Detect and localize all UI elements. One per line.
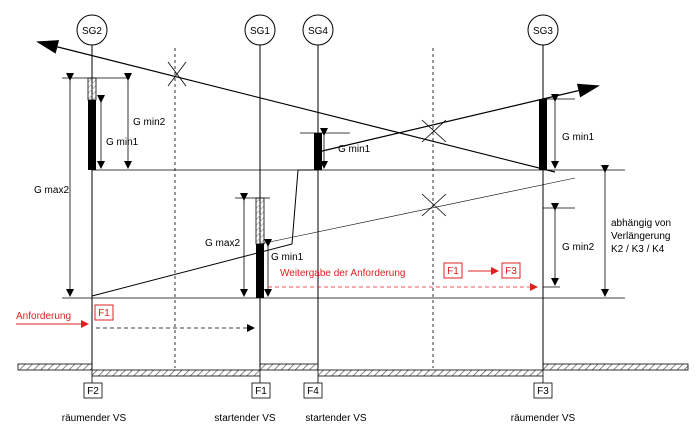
conflict-marker-top-left: [167, 61, 187, 87]
sg3-green-bar: [539, 99, 547, 170]
request-f1-text: F1: [98, 308, 110, 319]
sg2-green-bar: [88, 100, 96, 170]
progression-line-down: [36, 40, 556, 173]
label-gmin1-mid: G min1: [271, 252, 304, 263]
side-note-line2: Verlängerung: [611, 231, 671, 242]
progression-line-lower-thin: [259, 177, 576, 245]
bottom-box-f4: F4: [303, 376, 323, 399]
bottom-box-f1: F1: [251, 376, 271, 399]
road-segment-5: [542, 363, 689, 371]
pass-to-text: F3: [505, 266, 517, 277]
bottom-label-f3: räumender VS: [511, 413, 576, 424]
sg1-green-bar: [256, 244, 264, 298]
request-f1-box: [94, 304, 114, 321]
sg3-label: SG3: [533, 26, 553, 37]
progression-line-lower: [91, 169, 318, 297]
label-gmin2-right: G min2: [562, 242, 595, 253]
label-gmin1-sg4: G min1: [338, 144, 371, 155]
bottom-box-f1-text: F1: [255, 386, 267, 397]
sg4-header: SG4: [302, 14, 334, 46]
bottom-box-f4-text: F4: [307, 386, 319, 397]
progression-line-up: [317, 83, 600, 153]
bottom-box-f3: F3: [533, 376, 553, 399]
bottom-box-f2: F2: [83, 376, 103, 399]
road-segment-4: [317, 369, 544, 377]
sg4-green-bar: [314, 133, 322, 170]
sg2-label: SG2: [82, 26, 102, 37]
bottom-label-f2: räumender VS: [62, 413, 127, 424]
conflict-marker-top-right: [421, 119, 447, 143]
sg2-header: SG2: [76, 14, 108, 46]
label-gmax2-left: G max2: [34, 185, 69, 196]
road-segment-3: [259, 363, 319, 371]
bottom-label-f1: startender VS: [214, 413, 275, 424]
sg3-header: SG3: [527, 14, 559, 46]
label-gmin1-top: G min1: [106, 137, 139, 148]
label-gmin2-top: G min2: [133, 117, 166, 128]
pass-to-box: [501, 262, 521, 279]
sg1-label: SG1: [250, 26, 270, 37]
sg1-hatched-bar: [255, 197, 265, 245]
road-segment-1: [17, 363, 93, 371]
request-label: Anforderung: [16, 311, 71, 322]
sg2-hatched-bar: [87, 77, 97, 101]
bottom-box-f3-text: F3: [537, 386, 549, 397]
conflict-marker-mid-right: [421, 193, 447, 217]
pass-from-text: F1: [447, 266, 459, 277]
label-gmin1-right: G min1: [562, 132, 595, 143]
passing-label: Weitergabe der Anforderung: [280, 268, 405, 279]
bottom-label-f4: startender VS: [305, 413, 366, 424]
road-strip: [17, 363, 689, 377]
bottom-box-f2-text: F2: [87, 386, 99, 397]
road-segment-2: [91, 369, 261, 377]
label-gmax2-mid: G max2: [205, 238, 240, 249]
side-note-line3: K2 / K3 / K4: [611, 244, 665, 255]
side-note-line1: abhängig von: [611, 218, 671, 229]
sg1-header: SG1: [244, 14, 276, 46]
sg4-label: SG4: [308, 26, 328, 37]
pass-from-box: [443, 262, 463, 279]
